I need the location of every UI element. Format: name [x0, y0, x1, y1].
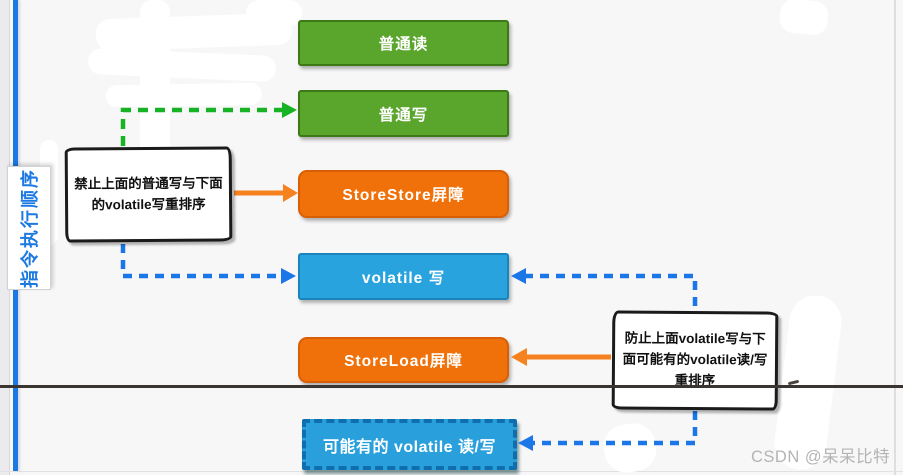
node-normal-read: 普通读: [298, 20, 509, 66]
arrowhead-orange-left-icon: [511, 348, 527, 366]
callout-line: 防止上面volatile写与下: [624, 330, 766, 347]
separator-line: [0, 385, 903, 388]
node-label: volatile 写: [361, 269, 446, 287]
node-maybe-volatile-rw: 可能有的 volatile 读/写: [302, 419, 517, 470]
node-volatile-write: volatile 写: [298, 253, 509, 300]
eraser-scribble: [87, 47, 277, 83]
eraser-scribble: [246, 0, 302, 26]
callout-line: 面可能有的volatile读/写: [622, 351, 768, 368]
node-label: 可能有的 volatile 读/写: [323, 438, 496, 456]
node-label: StoreLoad屏障: [344, 353, 463, 370]
arrowhead-blue-left-icon: [518, 435, 533, 451]
node-storestore-barrier: StoreStore屏障: [298, 170, 509, 218]
callout-line: 的volatile写重排序: [91, 196, 206, 212]
edge-blue-dashed-left: [120, 244, 282, 279]
eraser-scribble: [778, 0, 830, 37]
callout-forbid-normal-write-reorder: 禁止上面的普通写与下面 的volatile写重排序: [64, 146, 233, 243]
node-storeload-barrier: StoreLoad屏障: [298, 337, 509, 383]
callout-prevent-volatile-rw-reorder: 防止上面volatile写与下 面可能有的volatile读/写 重排序: [611, 310, 779, 411]
node-normal-write: 普通写: [298, 90, 509, 137]
arrowhead-orange-right-icon: [283, 184, 298, 202]
eraser-scribble: [600, 420, 660, 475]
page-right-border: [894, 0, 896, 475]
axis-label-text: 指令执行顺序: [20, 168, 40, 288]
arrowhead-blue-right-icon: [281, 268, 296, 284]
arrowhead-blue-left-icon: [511, 268, 526, 284]
node-label: 普通写: [378, 106, 429, 124]
node-label: 普通读: [378, 36, 429, 53]
arrowhead-green-right-icon: [282, 102, 297, 118]
page-bottom-border: [0, 471, 903, 472]
eraser-scribble: [105, 82, 263, 108]
callout-line: 重排序: [674, 372, 716, 389]
callout-line: 禁止上面的普通写与下面: [74, 175, 223, 192]
execution-order-axis-label: 指令执行顺序: [7, 166, 51, 290]
csdn-watermark: CSDN @呆呆比特: [751, 448, 891, 466]
edge-blue-dashed-right-top: [524, 273, 698, 310]
node-label: StoreStore屏障: [342, 187, 465, 204]
